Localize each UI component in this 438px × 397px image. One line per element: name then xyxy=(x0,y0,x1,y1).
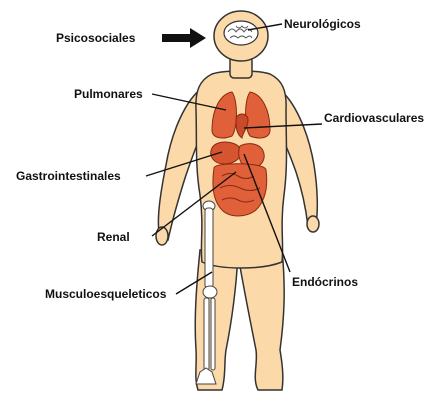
label-psicosociales: Psicosociales xyxy=(56,31,135,45)
right-leg xyxy=(238,250,284,390)
label-renal: Renal xyxy=(97,230,130,244)
label-endocrinos: Endócrinos xyxy=(292,275,358,289)
left-leg xyxy=(195,250,238,390)
label-cardiovasculares: Cardiovasculares xyxy=(324,111,424,125)
label-musculoesqueleticos: Musculoesqueleticos xyxy=(45,287,166,301)
label-gastrointestinales: Gastrointestinales xyxy=(16,169,121,183)
brain xyxy=(224,21,258,45)
arrow-icon xyxy=(162,28,206,48)
label-neurologicos: Neurológicos xyxy=(284,17,361,31)
right-hand xyxy=(307,216,319,232)
label-pulmonares: Pulmonares xyxy=(74,87,143,101)
liver xyxy=(211,142,241,164)
left-hand xyxy=(156,227,168,245)
